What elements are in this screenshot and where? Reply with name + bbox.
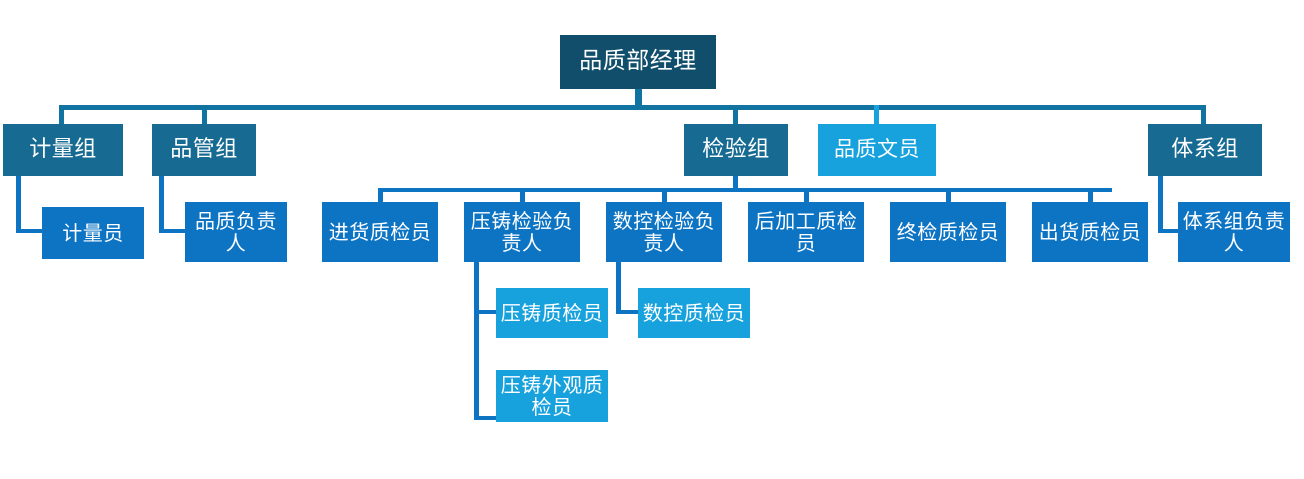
connector-shukong-horz (616, 310, 640, 314)
node-final-qc[interactable]: 终检质检员 (890, 202, 1006, 262)
connector-stub-yazhu (520, 188, 525, 205)
connector-stub-tixi (1201, 105, 1206, 125)
connector-stub-chuhuo (1088, 188, 1093, 205)
node-quality-lead[interactable]: 品质负责人 (185, 202, 287, 262)
node-system-lead[interactable]: 体系组负责人 (1178, 202, 1290, 262)
connector-yazhu-horz-2 (474, 416, 498, 420)
connector-yazhu-horz-1 (474, 310, 498, 314)
connector-stub-jinhuo (378, 188, 383, 205)
connector-pinguan-vert (159, 175, 164, 233)
connector-root-stem (635, 89, 642, 108)
connector-stub-zhongjian (946, 188, 951, 205)
connector-tixi-vert (1158, 175, 1163, 233)
connector-jiliang-vert (16, 175, 21, 233)
node-diecast-qc[interactable]: 压铸质检员 (496, 288, 608, 338)
connector-jianyan-bus (378, 188, 1112, 192)
connector-pinguan-horz (159, 229, 186, 233)
node-cnc-inspection-lead[interactable]: 数控检验负责人 (606, 202, 722, 262)
connector-yazhu-vert (474, 262, 479, 420)
connector-stub-jiliang (59, 105, 64, 125)
node-diecast-inspection-lead[interactable]: 压铸检验负责人 (464, 202, 580, 262)
connector-jiliang-horz (16, 229, 43, 233)
connector-stub-jianyan (733, 105, 738, 125)
node-metrology-group[interactable]: 计量组 (3, 124, 123, 176)
node-metrology-staff[interactable]: 计量员 (42, 207, 144, 259)
node-quality-control-group[interactable]: 品管组 (152, 124, 256, 176)
node-quality-clerk[interactable]: 品质文员 (818, 124, 936, 176)
node-inspection-group[interactable]: 检验组 (684, 124, 788, 176)
node-diecast-appearance-qc[interactable]: 压铸外观质检员 (496, 370, 608, 422)
node-quality-manager[interactable]: 品质部经理 (560, 35, 716, 89)
connector-stub-houjiagong (804, 188, 809, 205)
connector-jianyan-stem (733, 175, 738, 192)
connector-shukong-vert (616, 262, 621, 314)
node-incoming-qc[interactable]: 进货质检员 (322, 202, 438, 262)
connector-stub-clerk (874, 105, 879, 125)
connector-stub-shukong (662, 188, 667, 205)
node-outgoing-qc[interactable]: 出货质检员 (1032, 202, 1148, 262)
node-system-group[interactable]: 体系组 (1148, 124, 1262, 176)
connector-level1-bus (59, 105, 1206, 110)
node-post-processing-qc[interactable]: 后加工质检员 (748, 202, 864, 262)
connector-tixi-horz (1158, 229, 1182, 233)
connector-stub-pinguan (202, 105, 207, 125)
node-cnc-qc[interactable]: 数控质检员 (638, 288, 750, 338)
